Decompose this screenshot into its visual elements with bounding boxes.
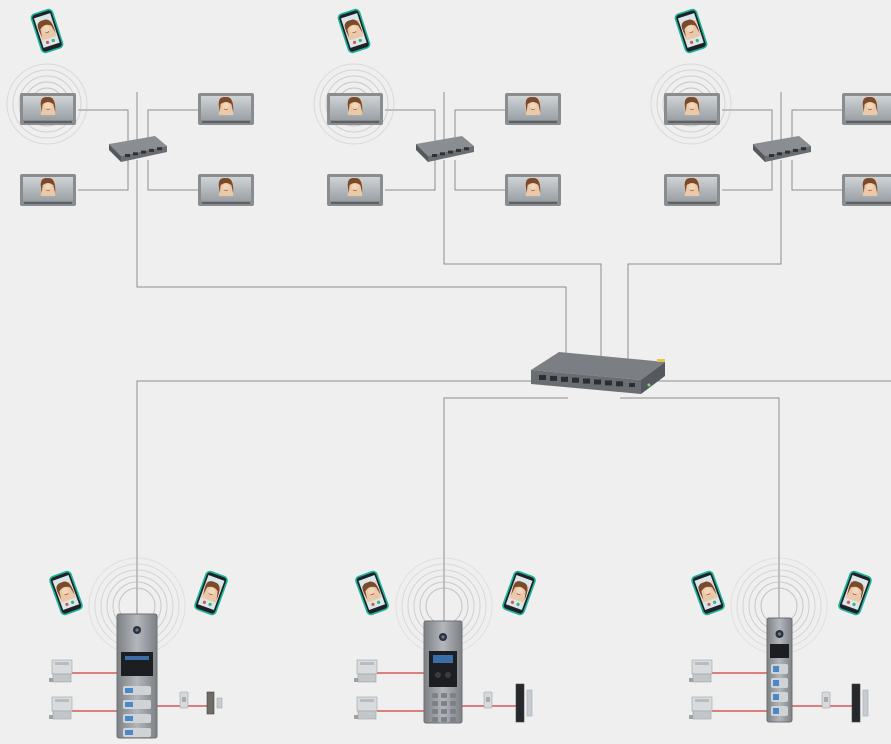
door-station-icon (116, 613, 158, 739)
smartphone-icon (674, 8, 708, 54)
smartphone-icon (30, 8, 64, 54)
network-switch-icon (109, 136, 167, 162)
smartphone-icon (502, 570, 536, 616)
power-supply-icon (49, 659, 73, 683)
exit-button-icon (483, 691, 493, 709)
device-layer (6, 8, 891, 739)
indoor-monitor-icon (664, 174, 720, 206)
indoor-monitor-icon (664, 93, 720, 125)
network-switch-icon (753, 136, 811, 162)
indoor-monitor-icon (20, 93, 76, 125)
indoor-monitor-icon (20, 174, 76, 206)
cable-layer (78, 92, 891, 622)
power-supply-icon (354, 659, 378, 683)
smartphone-icon (691, 570, 725, 616)
door-station-icon (766, 617, 793, 723)
indoor-monitor-icon (842, 93, 891, 125)
exit-button-icon (821, 691, 831, 709)
relay-wire-layer (72, 672, 852, 712)
smartphone-icon (194, 570, 228, 616)
indoor-monitor-icon (327, 93, 383, 125)
power-supply-icon (689, 696, 713, 720)
power-supply-icon (49, 696, 73, 720)
indoor-monitor-icon (505, 93, 561, 125)
indoor-monitor-icon (198, 174, 254, 206)
indoor-monitor-icon (505, 174, 561, 206)
main-network-switch-icon (531, 352, 665, 394)
power-supply-icon (354, 696, 378, 720)
smartphone-icon (838, 570, 872, 616)
network-switch-icon (416, 136, 474, 162)
indoor-monitor-icon (842, 174, 891, 206)
door-lock-icon (515, 683, 533, 723)
smartphone-icon (355, 570, 389, 616)
door-lock-icon (206, 691, 223, 715)
smartphone-icon (337, 8, 371, 54)
indoor-monitor-icon (198, 93, 254, 125)
indoor-monitor-icon (327, 174, 383, 206)
power-supply-icon (689, 659, 713, 683)
smartphone-icon (49, 570, 83, 616)
door-lock-icon (851, 683, 869, 723)
exit-button-icon (179, 691, 189, 709)
door-station-icon (423, 620, 463, 724)
